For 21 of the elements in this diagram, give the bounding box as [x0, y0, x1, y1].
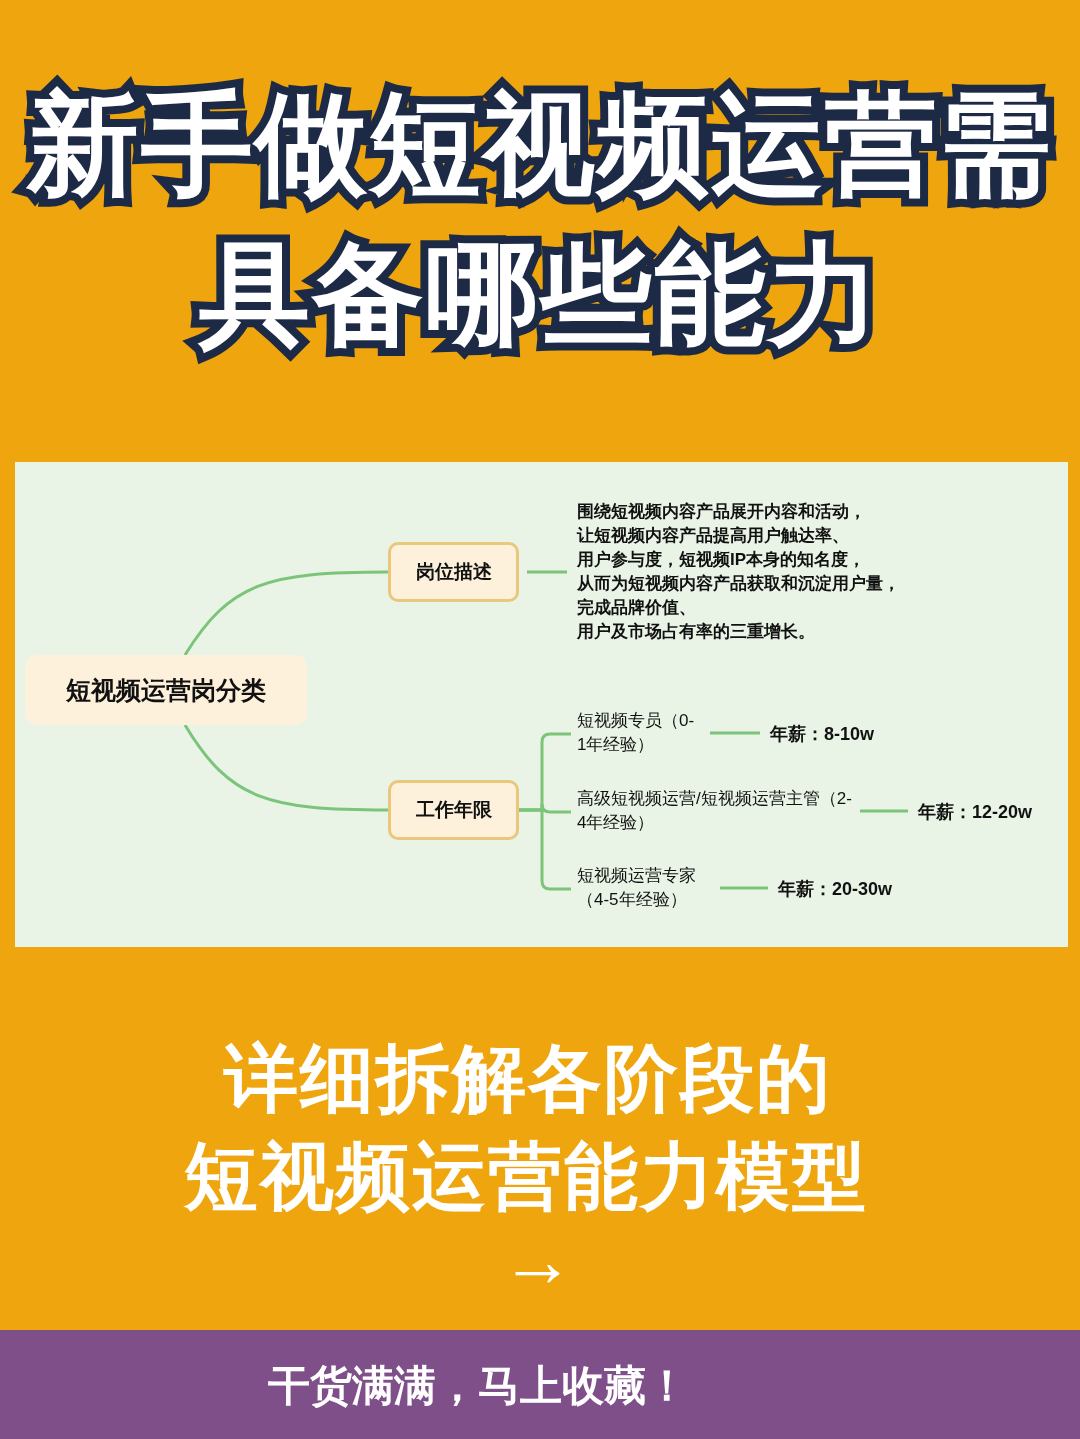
connector-line [519, 808, 571, 891]
connector-line [527, 570, 567, 574]
salary-text: 年薪：12-20w [918, 800, 1033, 824]
role-text: 短视频专员（0-1年经验） [577, 709, 702, 757]
salary-text: 年薪：20-30w [778, 877, 893, 901]
connector-line [183, 570, 388, 656]
role-text: 高级短视频运营/短视频运营主管（2-4年经验） [577, 787, 852, 835]
subtitle-text: 详细拆解各阶段的 [223, 1036, 832, 1122]
topic-box: 岗位描述 [388, 542, 519, 602]
topic-box: 短视频运营岗分类 [25, 655, 307, 725]
connector-line [710, 731, 760, 735]
connector-line [183, 724, 388, 812]
banner-text: 干货满满，马上收藏！ [268, 1361, 688, 1411]
subtitle-text: 短视频运营能力模型 [184, 1134, 869, 1220]
description-text: 围绕短视频内容产品展开内容和活动，让短视频内容产品提高用户触达率、用户参与度，短视频IP本身的知名度，从而为短视频内容产品获取和沉淀用户量，完成品牌价值、用户及市场占有率的三重增长。 [577, 500, 899, 644]
connector-line [720, 886, 768, 890]
arrow-sign: → [500, 1218, 577, 1303]
topic-box: 工作年限 [388, 780, 519, 840]
salary-text: 年薪：8-10w [770, 722, 875, 746]
connector-line [860, 809, 908, 813]
role-text: 短视频运营专家（4-5年经验） [577, 864, 712, 912]
